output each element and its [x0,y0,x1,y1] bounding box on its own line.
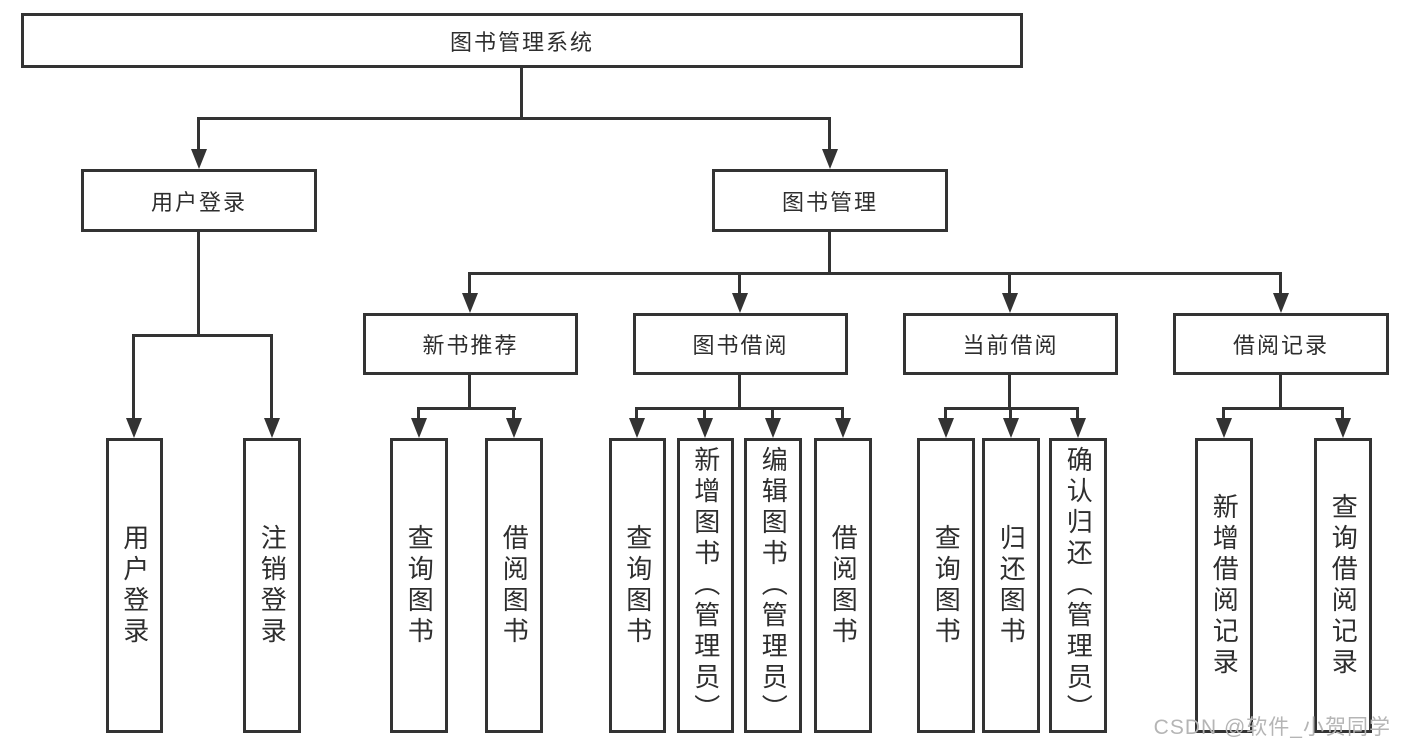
arrowhead-to-cb-confirm [1070,418,1086,438]
node-label: 新书推荐 [422,333,519,358]
connector-user-login-split [132,334,273,337]
connector-user-login-stem [197,232,200,335]
leaf-label: 确认归还（管理员） [1063,446,1094,725]
leaf-bb-add-books-admin: 新增图书（管理员） [677,438,734,733]
leaf-bb-borrow-books: 借阅图书 [814,438,872,733]
connector-to-user-login [197,117,200,150]
connector-book-management-stem [828,232,831,274]
leaf-logout: 注销登录 [243,438,301,733]
connector-to-cb-confirm [1076,407,1079,419]
connector-to-leaf-logout [270,334,273,419]
leaf-nbr-query-books: 查询图书 [390,438,448,733]
arrowhead-to-current-borrow [1002,293,1018,313]
leaf-label: 归还图书 [996,523,1027,648]
arrowhead-to-new-book-recommend [462,293,478,313]
arrowhead-to-bb-query [629,418,645,438]
node-user-login: 用户登录 [81,169,317,232]
arrowhead-to-book-management [822,149,838,169]
node-borrow-records: 借阅记录 [1173,313,1389,375]
connector-to-bb-add [703,407,706,419]
arrowhead-to-book-borrow [732,293,748,313]
node-label: 用户登录 [150,189,247,215]
leaf-user-login: 用户登录 [106,438,163,733]
connector-new-book-recommend-split [417,407,516,410]
connector-level2-split [197,117,831,120]
arrowhead-to-bb-add [697,418,713,438]
connector-to-cb-query [944,407,947,419]
connector-level3-split [468,272,1282,275]
arrowhead-to-bb-borrow [835,418,851,438]
connector-book-borrow-stem [738,375,741,408]
connector-to-book-borrow [738,272,741,294]
leaf-label: 借阅图书 [828,523,859,648]
arrowhead-to-leaf-user-login [126,418,142,438]
arrowhead-to-bb-edit [765,418,781,438]
arrowhead-to-cb-query [938,418,954,438]
arrowhead-to-cb-return [1003,418,1019,438]
node-label: 图书管理系统 [449,29,594,55]
leaf-cb-confirm-return-admin: 确认归还（管理员） [1049,438,1107,733]
leaf-label: 查询借阅记录 [1328,492,1359,679]
connector-to-new-book-recommend [468,272,471,294]
leaf-cb-query-books: 查询图书 [917,438,975,733]
node-current-borrow: 当前借阅 [903,313,1118,375]
connector-book-borrow-split [635,407,844,410]
node-label: 图书管理 [781,189,878,215]
leaf-label: 用户登录 [119,523,150,648]
connector-to-book-management [828,117,831,150]
node-label: 当前借阅 [962,333,1059,358]
leaf-cb-return-books: 归还图书 [982,438,1040,733]
leaf-label: 新增图书（管理员） [690,446,721,725]
connector-to-leaf-user-login [132,334,135,419]
leaf-nbr-borrow-books: 借阅图书 [485,438,543,733]
leaf-label: 查询图书 [931,523,962,648]
connector-to-br-add [1222,407,1225,419]
leaf-br-query-borrow-record: 查询借阅记录 [1314,438,1372,733]
node-label: 图书借阅 [692,333,789,358]
connector-borrow-records-split [1222,407,1344,410]
leaf-label: 注销登录 [257,523,288,648]
arrowhead-to-nbr-query [411,418,427,438]
connector-to-current-borrow [1008,272,1011,294]
arrowhead-to-user-login [191,149,207,169]
arrowhead-to-leaf-logout [264,418,280,438]
leaf-label: 查询图书 [622,523,653,648]
arrowhead-to-br-query [1335,418,1351,438]
leaf-label: 借阅图书 [499,523,530,648]
connector-to-nbr-borrow [512,407,515,419]
leaf-br-add-borrow-record: 新增借阅记录 [1195,438,1253,733]
connector-to-bb-query [635,407,638,419]
leaf-label: 新增借阅记录 [1209,492,1240,679]
connector-to-cb-return [1009,407,1012,419]
arrowhead-to-borrow-records [1273,293,1289,313]
arrowhead-to-br-add [1216,418,1232,438]
leaf-bb-edit-books-admin: 编辑图书（管理员） [744,438,802,733]
arrowhead-to-nbr-borrow [506,418,522,438]
connector-to-br-query [1341,407,1344,419]
connector-to-bb-borrow [841,407,844,419]
node-new-book-recommend: 新书推荐 [363,313,578,375]
connector-to-nbr-query [417,407,420,419]
connector-current-borrow-stem [1008,375,1011,408]
node-book-management: 图书管理 [712,169,948,232]
node-book-borrow: 图书借阅 [633,313,848,375]
connector-borrow-records-stem [1279,375,1282,408]
connector-root-stem [520,68,523,118]
leaf-bb-query-books: 查询图书 [609,438,666,733]
connector-new-book-recommend-stem [468,375,471,408]
connector-to-bb-edit [771,407,774,419]
csdn-watermark: CSDN @软件_小贺同学 [1153,716,1391,739]
leaf-label: 编辑图书（管理员） [758,446,789,725]
connector-to-borrow-records [1279,272,1282,294]
node-label: 借阅记录 [1232,333,1329,358]
node-root-library-system: 图书管理系统 [21,13,1023,68]
leaf-label: 查询图书 [404,523,435,648]
